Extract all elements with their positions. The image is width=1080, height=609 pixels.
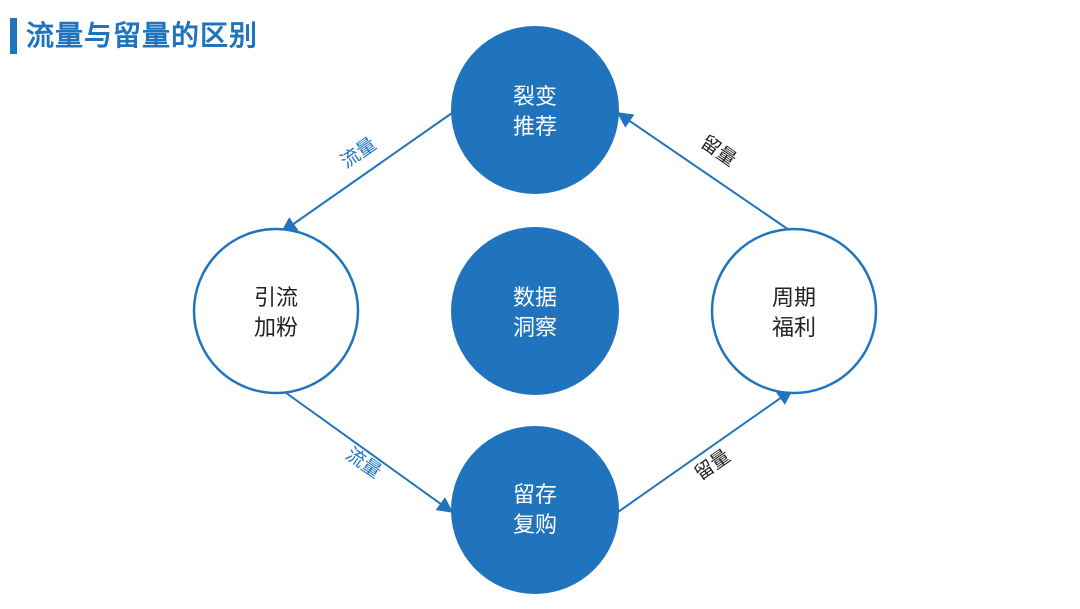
node-periodic-benefits: 周期 福利 bbox=[710, 227, 878, 395]
edge-label-left-bottom: 流量 bbox=[342, 443, 386, 483]
node-retention-repurchase: 留存 复购 bbox=[451, 426, 619, 594]
node-label-line1: 周期 bbox=[772, 286, 816, 311]
edge-right-to-top bbox=[616, 112, 793, 233]
page-title: 流量与留量的区别 bbox=[26, 19, 259, 52]
node-label-line1: 数据 bbox=[513, 286, 557, 311]
edge-label-bottom-right: 留量 bbox=[691, 445, 735, 485]
node-label-line2: 洞察 bbox=[513, 316, 557, 341]
node-label-line2: 加粉 bbox=[254, 316, 298, 341]
node-label-line1: 留存 bbox=[513, 483, 557, 508]
edge-left-to-bottom bbox=[281, 389, 454, 513]
node-label-line1: 引流 bbox=[254, 286, 298, 311]
node-label-line2: 复购 bbox=[513, 513, 557, 538]
node-fission-recommend: 裂变 推荐 bbox=[451, 26, 619, 194]
node-data-insight: 数据 洞察 bbox=[451, 227, 619, 395]
node-label-line2: 福利 bbox=[772, 316, 816, 341]
title-accent-bar bbox=[10, 18, 17, 54]
edge-top-to-left bbox=[280, 112, 453, 233]
node-traffic-acquire: 引流 加粉 bbox=[192, 227, 360, 395]
edge-bottom-to-right bbox=[617, 389, 794, 513]
edge-label-right-top: 留量 bbox=[697, 131, 741, 171]
node-label-line1: 裂变 bbox=[513, 85, 557, 110]
node-label-line2: 推荐 bbox=[513, 115, 557, 140]
